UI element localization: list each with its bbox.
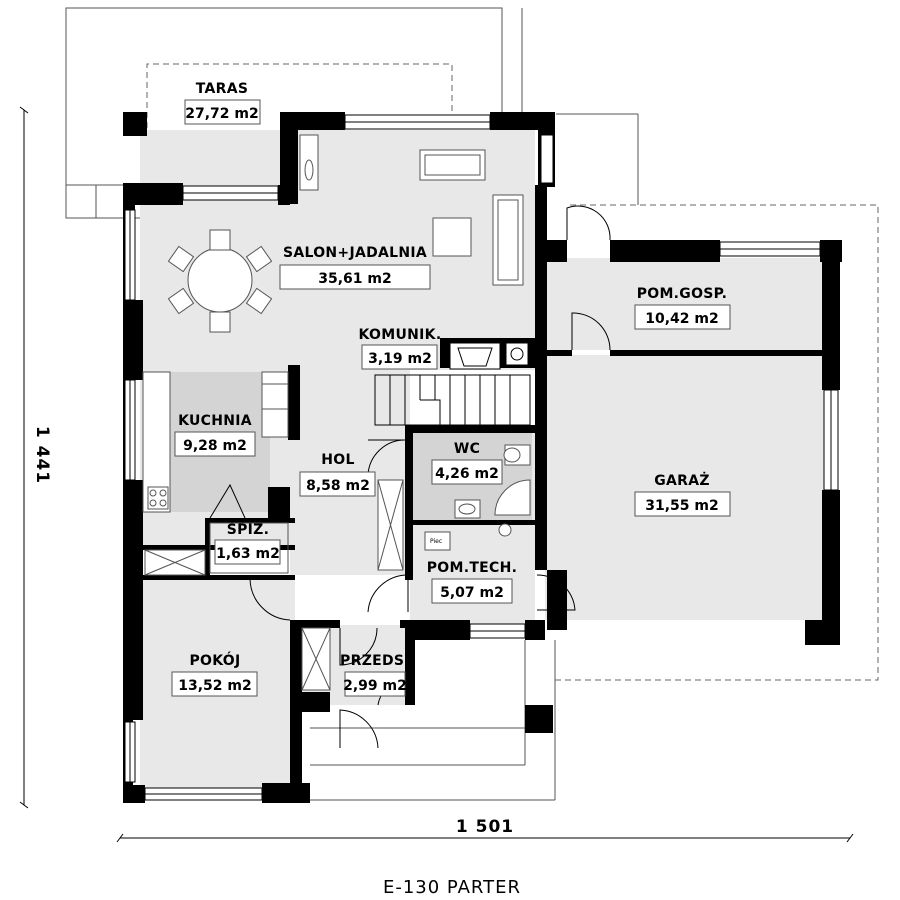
dimension-height: 1 441 [32,426,52,484]
room-name-pokoj: POKÓJ [190,651,241,669]
terrace-dashed-area [146,63,879,681]
dimension-width: 1 501 [456,817,514,837]
hall-wardrobe [301,479,404,691]
room-name-spiz: SPIŻ. [227,521,270,538]
kitchen-cabinets [142,371,289,513]
room-area-pomgosp: 10,42 m2 [645,311,719,327]
staircase [374,374,531,426]
bathroom-fixtures [424,444,531,551]
room-name-komunik: KOMUNIK. [359,327,442,343]
room-name-przedsp: PRZEDS. [340,653,410,669]
room-name-pomgosp: POM.GOSP. [637,286,728,302]
room-name-hol: HOL [321,452,354,468]
komunik-cabinet [449,342,529,370]
entrance-outline [310,113,639,801]
room-area-pomtech: 5,07 m2 [440,585,504,601]
sofa [419,149,524,286]
room-name-wc: WC [454,441,480,457]
room-area-kuchnia: 9,28 m2 [183,438,247,454]
room-area-spiz: 1,63 m2 [216,546,280,562]
dining-table [167,229,273,333]
room-area-salon: 35,61 m2 [318,271,392,287]
room-area-pokoj: 13,52 m2 [178,678,252,694]
room-area-garaz: 31,55 m2 [645,498,719,514]
spiz-shelves [144,522,289,576]
room-name-garaz: GARAŻ [654,472,710,489]
room-name-taras: TARAS [196,81,249,97]
door-swings [209,205,611,749]
room-area-hol: 8,58 m2 [306,478,370,494]
boiler-label: Piec [430,538,442,545]
room-name-pomtech: POM.TECH. [427,560,518,576]
dimension-line-width [116,833,854,843]
room-name-salon: SALON+JADALNIA [283,245,427,261]
room-area-wc: 4,26 m2 [435,466,499,482]
dimension-line-height [19,106,29,809]
fireplace [299,134,319,191]
window-sill-lines [129,121,832,795]
room-area-komunik: 3,19 m2 [368,351,432,367]
plan-title: E-130 PARTER [383,877,521,898]
room-name-kuchnia: KUCHNIA [178,413,252,429]
room-area-przedsp: 2,99 m2 [343,678,407,694]
area-boxes [171,99,731,697]
room-area-taras: 27,72 m2 [185,106,259,122]
